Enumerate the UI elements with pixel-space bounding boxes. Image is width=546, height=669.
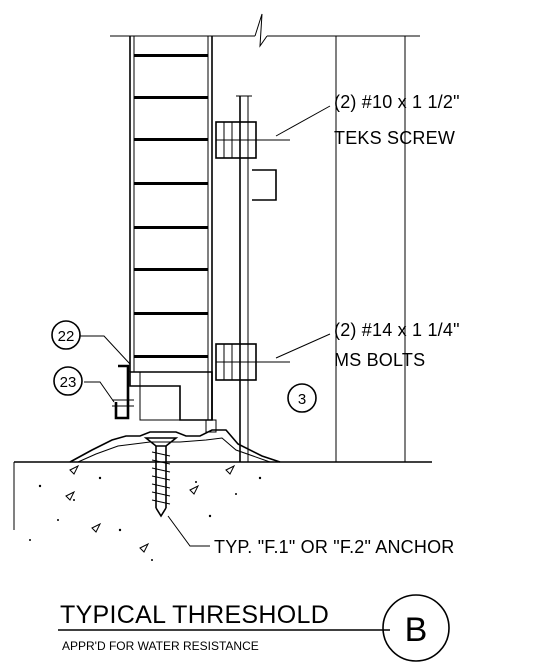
detail-subtitle: APPR'D FOR WATER RESISTANCE xyxy=(62,639,259,653)
leader-lines xyxy=(80,105,331,547)
threshold-profile xyxy=(69,429,281,463)
detail-letter: B xyxy=(405,611,428,649)
ms-bolts-label: MS BOLTS xyxy=(334,350,425,370)
teks-screw-label: TEKS SCREW xyxy=(334,128,455,148)
tag-23-label: 23 xyxy=(60,374,77,391)
lower-bracket xyxy=(215,343,290,381)
tag-22-label: 22 xyxy=(58,328,75,345)
concrete-hatch xyxy=(29,464,262,561)
teks-screw-quantity: (2) #10 x 1 1/2" xyxy=(334,92,460,112)
anchor-callout: TYP. "F.1" OR "F.2" ANCHOR xyxy=(214,537,454,557)
glass-slats xyxy=(134,54,208,358)
door-panel xyxy=(129,36,213,420)
bottom-rail xyxy=(129,371,217,433)
ms-bolts-quantity: (2) #14 x 1 1/4" xyxy=(334,320,460,340)
upper-bracket xyxy=(215,121,290,201)
break-line xyxy=(110,13,420,48)
weatherstrip-clip xyxy=(112,364,134,420)
tag-3: 3 xyxy=(287,383,317,413)
tag-23: 23 xyxy=(53,366,83,396)
title-block: TYPICAL THRESHOLD APPR'D FOR WATER RESIS… xyxy=(58,594,450,662)
floor-slab xyxy=(13,461,432,561)
frame-jamb xyxy=(236,36,406,462)
detail-title: TYPICAL THRESHOLD xyxy=(60,601,329,629)
tag-3-label: 3 xyxy=(298,391,306,408)
anchor-screw xyxy=(143,437,179,518)
tag-22: 22 xyxy=(51,320,81,350)
